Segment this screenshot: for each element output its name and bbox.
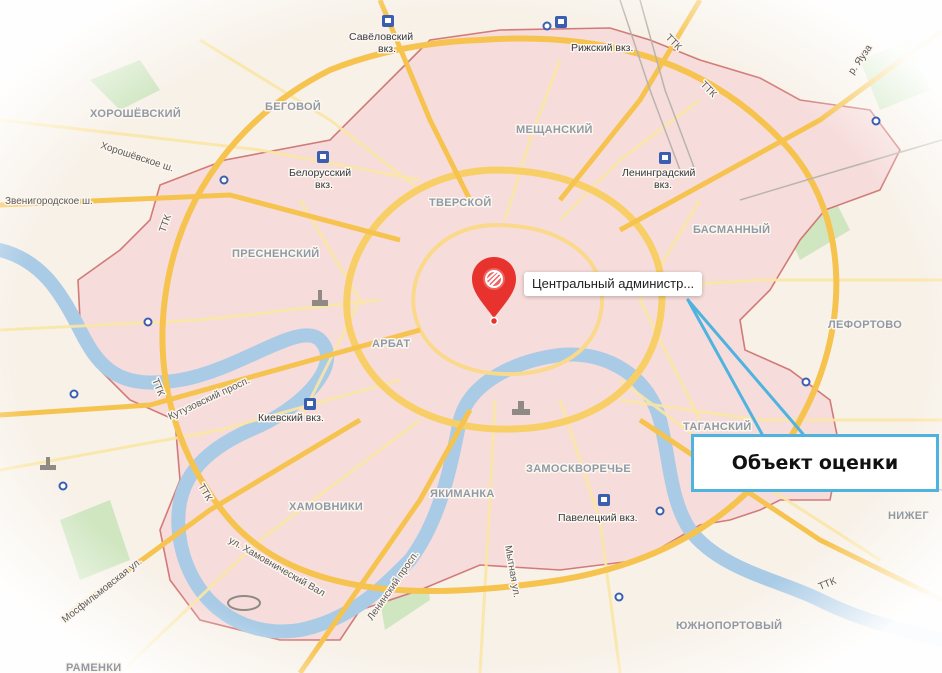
stadium-icon <box>227 595 261 611</box>
station-label-belorussky: Белорусский <box>289 167 351 179</box>
station-labels: Савёловский вкз. Рижский вкз. Белорусски… <box>257 30 698 526</box>
district-label-begovoy: БЕГОВОЙ <box>265 100 321 113</box>
metro-stop-dot[interactable] <box>143 317 153 327</box>
station-label-savelovsky: Савёловский <box>349 31 413 43</box>
marker-hatch-icon <box>485 270 503 288</box>
metro-stop-dot[interactable] <box>219 175 229 185</box>
district-label-taganskiy: ТАГАНСКИЙ <box>683 420 752 433</box>
station-label-savelovsky-suffix: вкз. <box>378 43 396 55</box>
district-labels: ХОРОШЁВСКИЙ БЕГОВОЙ МЕЩАНСКИЙ ТВЕРСКОЙ П… <box>65 99 931 673</box>
metro-stop-dot[interactable] <box>801 377 811 387</box>
landmark-building-icon <box>312 290 328 306</box>
metro-stop-dot[interactable] <box>655 506 665 516</box>
district-label-khoroshevsky: ХОРОШЁВСКИЙ <box>90 107 181 120</box>
station-label-kievsky: Киевский вкз. <box>258 412 324 424</box>
marker-point <box>489 316 499 326</box>
metro-stop-dot[interactable] <box>614 592 624 602</box>
train-station-icon[interactable] <box>382 15 394 27</box>
train-station-icon[interactable] <box>555 16 567 28</box>
metro-stop-dot[interactable] <box>58 481 68 491</box>
district-label-basmanny: БАСМАННЫЙ <box>693 223 770 236</box>
station-label-rizhsky: Рижский вкз. <box>571 42 633 54</box>
callout-pointer <box>686 298 805 436</box>
district-label-yuzhnoportovy: ЮЖНОПОРТОВЫЙ <box>676 619 782 632</box>
train-station-icon[interactable] <box>304 398 316 410</box>
metro-stops <box>58 21 881 602</box>
assessment-object-callout: Объект оценки <box>691 434 939 492</box>
marker-label[interactable]: Центральный администр... <box>524 272 703 296</box>
train-station-icon[interactable] <box>659 152 671 164</box>
station-label-paveletsky: Павелецкий вкз. <box>558 512 638 524</box>
district-label-lefortovo: ЛЕФОРТОВО <box>828 319 902 331</box>
location-pin[interactable] <box>472 257 516 326</box>
landmark-building-icon <box>40 457 56 470</box>
district-label-presnensky: ПРЕСНЕНСКИЙ <box>232 247 320 260</box>
district-label-zamoskvorechye: ЗАМОСКВОРЕЧЬЕ <box>526 463 631 475</box>
metro-stop-dot[interactable] <box>871 116 881 126</box>
landmark-building-icon <box>512 401 530 415</box>
metro-stop-dot[interactable] <box>542 21 552 31</box>
district-label-arbat: АРБАТ <box>372 338 410 350</box>
metro-stop-dot[interactable] <box>69 389 79 399</box>
station-label-leningradsky: Ленинградский <box>622 167 696 179</box>
district-label-nizhegorodsky: НИЖЕГ <box>888 510 929 522</box>
station-label-leningradsky-suffix: вкз. <box>654 179 672 191</box>
train-station-icon[interactable] <box>317 151 329 163</box>
district-label-tverskoy: ТВЕРСКОЙ <box>429 196 492 209</box>
district-label-meshchansky: МЕЩАНСКИЙ <box>516 123 593 136</box>
station-label-belorussky-suffix: вкз. <box>315 179 333 191</box>
landmark-icons <box>40 290 530 611</box>
district-label-khamovniki: ХАМОВНИКИ <box>289 501 363 513</box>
street-label-zvenigorodskoe: Звенигородское ш. <box>5 196 93 207</box>
station-icons <box>304 15 671 506</box>
callout-text: Объект оценки <box>731 452 899 474</box>
train-station-icon[interactable] <box>598 494 610 506</box>
district-label-ramenki: РАМЕНКИ <box>66 662 121 673</box>
district-label-yakimanka: ЯКИМАНКА <box>430 488 495 500</box>
